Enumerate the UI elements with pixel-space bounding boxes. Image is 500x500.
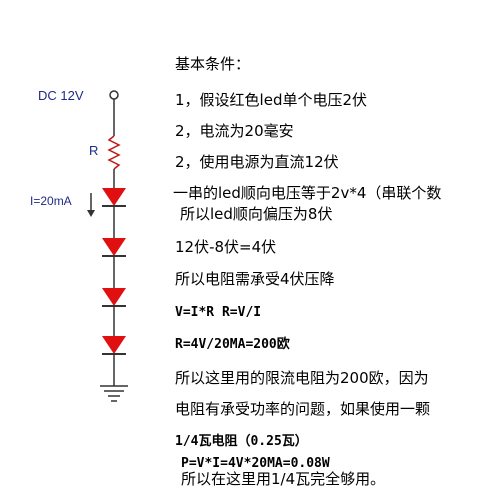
note-line: 电阻有承受功率的问题，如果使用一颗 — [175, 400, 431, 418]
led-3 — [102, 288, 126, 307]
note-line: 12伏-8伏=4伏 — [175, 238, 277, 256]
source-voltage-label: DC 12V — [38, 88, 84, 103]
note-line: 所以在这里用1/4瓦完全够用。 — [181, 470, 386, 488]
note-line: 2，使用电源为直流12伏 — [175, 153, 339, 171]
note-line: 所以led顺向偏压为8伏 — [180, 205, 333, 223]
led-1 — [102, 188, 126, 207]
formula-line: V=I*R R=V/I — [175, 305, 262, 320]
led-circuit-diagram — [87, 90, 128, 402]
note-heading: 基本条件： — [175, 55, 251, 73]
formula-line: 1/4瓦电阻（0.25瓦） — [175, 434, 308, 449]
led-4 — [102, 336, 126, 355]
note-line: 2，电流为20毫安 — [175, 122, 294, 140]
formula-line: P=V*I=4V*20MA=0.08W — [181, 456, 330, 471]
current-arrow — [87, 193, 95, 217]
resistor-label: R — [89, 143, 99, 158]
note-line: 所以这里用的限流电阻为200欧，因为 — [175, 369, 429, 387]
current-label: I=20mA — [30, 194, 72, 208]
note-line: 1，假设红色led单个电压2伏 — [175, 91, 368, 109]
formula-line: R=4V/20MA=200欧 — [175, 337, 290, 352]
ground-symbol — [100, 385, 128, 402]
note-line: 所以电阻需承受4伏压降 — [175, 270, 335, 288]
led-2 — [102, 238, 126, 257]
power-terminal — [109, 90, 119, 100]
note-line: 一串的led顺向电压等于2v*4（串联个数 — [173, 184, 442, 202]
resistor-symbol — [107, 135, 121, 170]
